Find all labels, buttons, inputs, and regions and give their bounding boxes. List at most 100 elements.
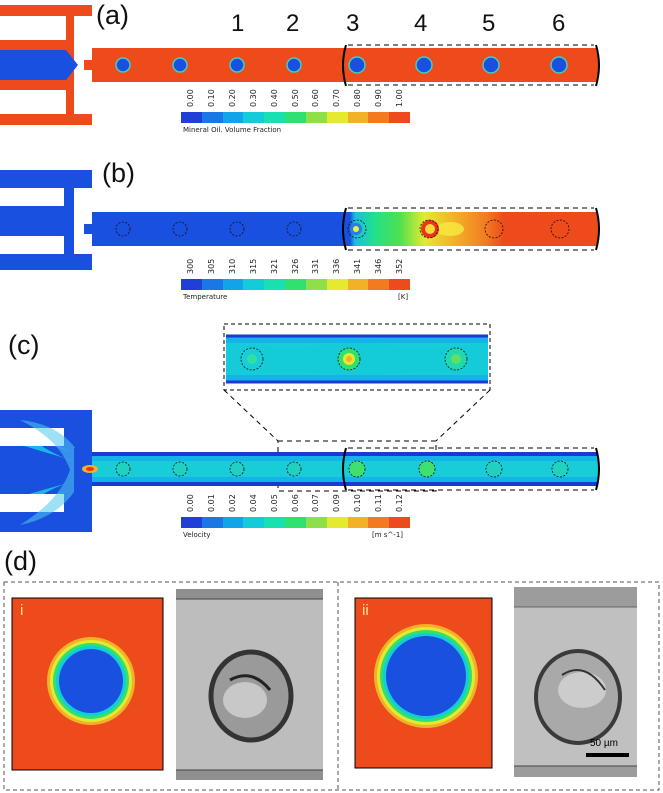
panel-a-droplets [115, 56, 568, 74]
colorbar-tick-label: 352 [394, 258, 404, 274]
droplet-number-2: 2 [286, 10, 300, 37]
droplet-number-5: 5 [482, 10, 496, 37]
droplet [415, 56, 433, 74]
panel-c-droplet-outlines [115, 460, 569, 478]
droplet-outline [229, 221, 245, 237]
droplet [482, 56, 500, 74]
colorbar-swatch [181, 517, 203, 528]
colorbar-tick-label: 0.50 [290, 89, 300, 107]
panel-d-sub-ii: ii [362, 602, 369, 619]
panel-c-label: (c) [8, 330, 40, 360]
colorbar-swatch [222, 517, 244, 528]
colorbar-swatch [201, 112, 224, 123]
colorbar-b-title: Temperature [183, 293, 228, 301]
colorbar-tick-label: 0.11 [373, 494, 383, 512]
colorbar-swatch [181, 112, 203, 123]
droplet-outline [484, 219, 504, 239]
colorbar-tick-label: 0.00 [186, 89, 196, 107]
colorbar-swatch [389, 279, 411, 290]
colorbar-swatch [285, 517, 307, 528]
colorbar-a-title: Mineral Oil. Volume Fraction [183, 126, 282, 134]
colorbar-swatch [326, 112, 349, 123]
colorbar-tick-label: 0.60 [311, 89, 321, 107]
panel-d-label: (d) [4, 546, 37, 576]
droplet [286, 57, 302, 73]
panel-c-zoom-inset [223, 323, 491, 391]
colorbar-swatch [389, 517, 411, 528]
panel-b-inlet-structure [0, 170, 92, 270]
colorbar-tick-label: 0.01 [207, 494, 217, 512]
colorbar-tick-label: 0.40 [269, 89, 279, 107]
colorbar-tick-label: 0.80 [352, 89, 362, 107]
heating-zone-bracket-left [342, 44, 347, 87]
colorbar-swatch [368, 517, 390, 528]
colorbar-swatch [222, 279, 244, 290]
colorbar-tick-label: 321 [269, 258, 279, 274]
droplet-outline [172, 221, 188, 237]
oil-inlet-stream [0, 50, 78, 80]
droplet-outline [419, 219, 439, 239]
colorbar-swatch [305, 279, 328, 290]
colorbar-tick-label: 326 [290, 258, 300, 274]
panel-b-channel-cold [92, 212, 350, 246]
colorbar-tick-label: 0.05 [269, 494, 279, 512]
droplet [348, 56, 366, 74]
colorbar-swatch [347, 112, 369, 123]
colorbar-swatch [201, 279, 224, 290]
droplet [550, 56, 568, 74]
colorbar-tick-label: 1.00 [394, 89, 404, 107]
colorbar-tick-label: 305 [207, 258, 217, 274]
colorbar-tick-label: 0.04 [248, 494, 258, 512]
colorbar-swatch [181, 279, 203, 290]
colorbar-tick-label: 341 [352, 258, 362, 274]
colorbar-tick-label: 0.70 [332, 89, 342, 107]
colorbar-swatch [368, 279, 390, 290]
colorbar-tick-label: 300 [186, 258, 196, 274]
colorbar-c-unit: [m s^-1] [372, 531, 403, 539]
droplet-number-3: 3 [346, 10, 360, 37]
colorbar-swatch [326, 279, 349, 290]
colorbar-swatch [264, 517, 286, 528]
panel-b-label: (b) [102, 158, 135, 188]
panel-a-inlet-structure [0, 5, 92, 125]
colorbar-swatch [201, 517, 224, 528]
colorbar-swatch [264, 279, 286, 290]
droplet-outline [115, 221, 131, 237]
colorbar-tick-label: 346 [373, 258, 383, 274]
panel-b-droplet-outlines [115, 219, 570, 239]
colorbar-tick-label: 0.09 [332, 494, 342, 512]
colorbar-swatch [347, 279, 369, 290]
colorbar-swatch [305, 112, 328, 123]
colorbar-tick-label: 0.90 [373, 89, 383, 107]
colorbar-tick-label: 0.00 [186, 494, 196, 512]
droplet-outline [550, 219, 570, 239]
colorbar-swatch [222, 112, 244, 123]
droplet-number-1: 1 [231, 10, 245, 37]
colorbar-tick-label: 0.12 [394, 494, 404, 512]
colorbar-c [181, 517, 411, 528]
colorbar-b-unit: [K] [398, 293, 409, 301]
colorbar-swatch [326, 517, 349, 528]
colorbar-tick-label: 0.02 [228, 494, 238, 512]
droplet [172, 57, 188, 73]
colorbar-tick-label: 315 [248, 258, 258, 274]
heating-zone-bracket-right [595, 44, 600, 87]
colorbar-tick-label: 0.10 [207, 89, 217, 107]
colorbar-tick-label: 331 [311, 258, 321, 274]
colorbar-tick-label: 0.06 [290, 494, 300, 512]
colorbar-swatch [243, 279, 265, 290]
droplet-outline [347, 219, 367, 239]
colorbar-swatch [368, 112, 390, 123]
colorbar-swatch [264, 112, 286, 123]
panel-d-sub-i: i [20, 602, 24, 619]
colorbar-tick-label: 0.10 [352, 494, 362, 512]
micrograph-i [176, 589, 323, 780]
droplet-outline [286, 221, 302, 237]
colorbar-tick-label: 336 [332, 258, 342, 274]
colorbar-a [181, 112, 411, 123]
panel-c-inlet-structure [0, 410, 92, 532]
colorbar-tick-label: 0.07 [311, 494, 321, 512]
colorbar-swatch [347, 517, 369, 528]
droplet-number-4: 4 [414, 10, 428, 37]
